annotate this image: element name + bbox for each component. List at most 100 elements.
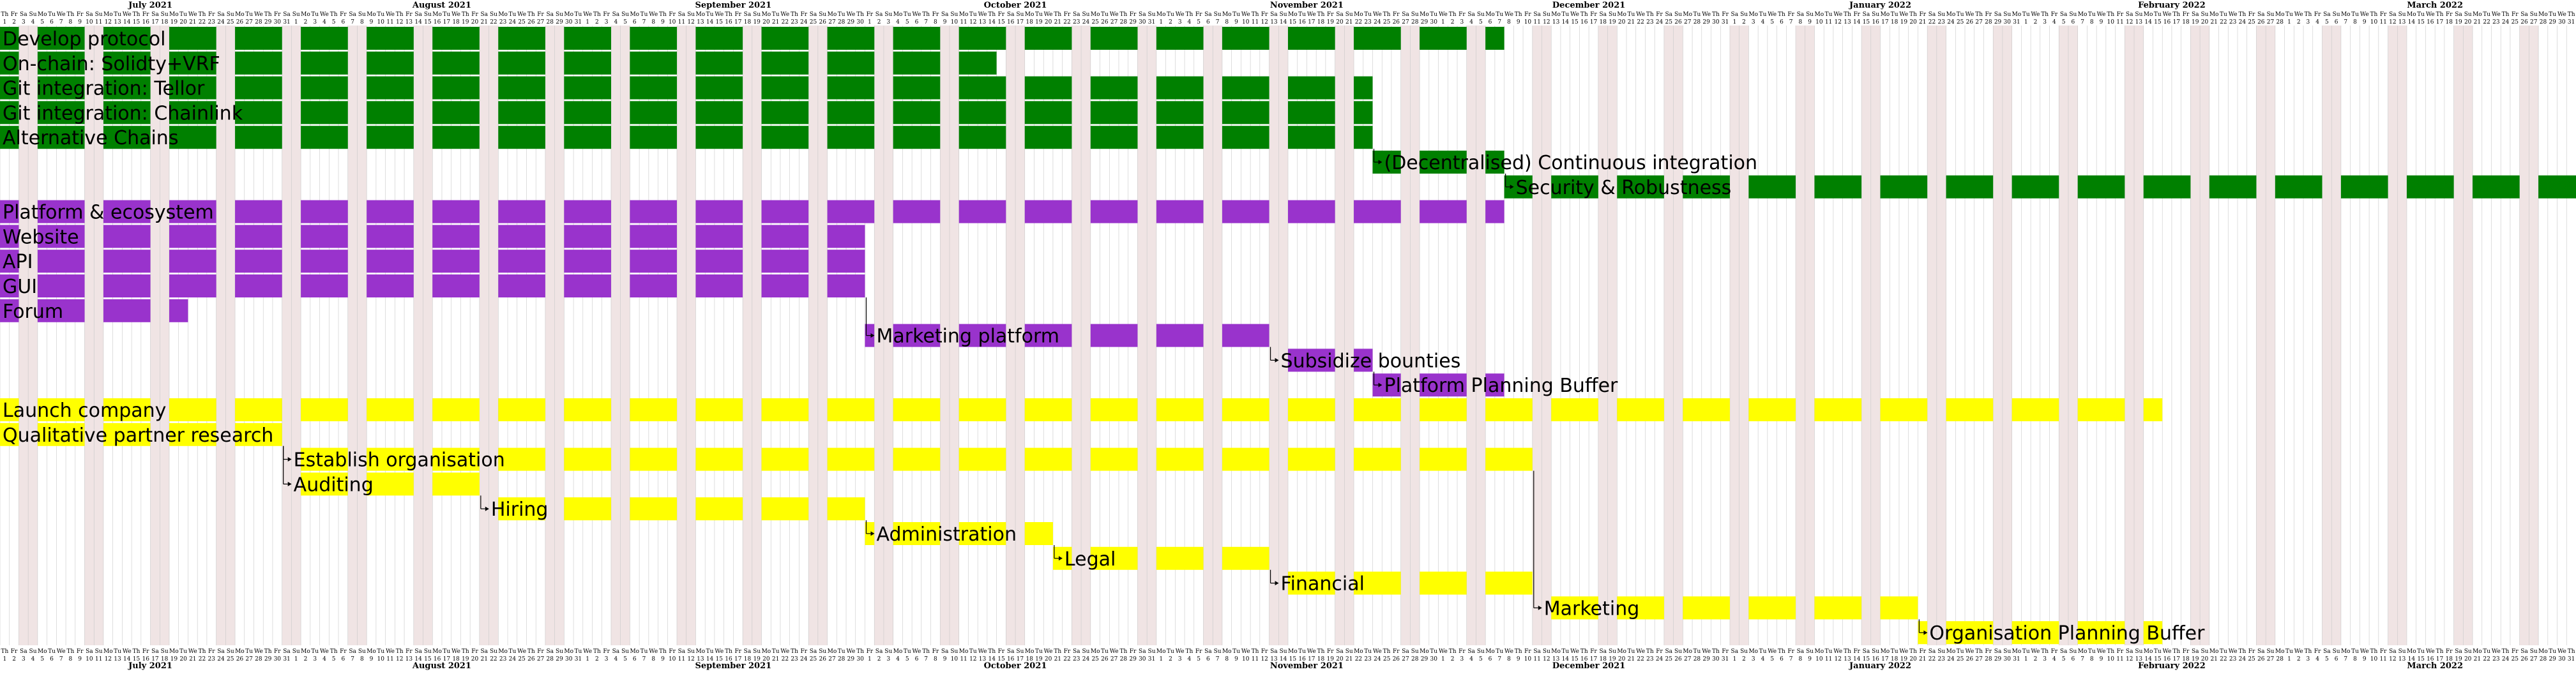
task-bar-segment	[958, 324, 1006, 347]
weekday-label: Sa	[810, 11, 817, 18]
day-number-label: 20	[1336, 656, 1344, 663]
weekday-label: We	[451, 648, 460, 655]
day-number-label: 28	[1693, 656, 1701, 663]
weekday-label: Su	[490, 11, 497, 18]
weekend-shade	[216, 26, 226, 645]
day-number-label: 12	[2126, 656, 2133, 663]
weekday-label: We	[1833, 11, 1842, 18]
weekend-shade	[1532, 26, 1542, 645]
month-label: October 2021	[984, 661, 1047, 671]
weekday-label: Fr	[11, 648, 18, 655]
day-number-label: 26	[527, 19, 535, 26]
dependency-arrowhead	[485, 506, 489, 511]
weekday-label: Fr	[2512, 11, 2519, 18]
weekday-label: Sa	[2257, 11, 2265, 18]
month-label: February 2022	[2138, 661, 2206, 671]
day-number-label: 11	[2116, 19, 2123, 26]
weekday-label: Tu	[245, 11, 253, 18]
weekday-label: Th	[1844, 11, 1851, 18]
weekday-label: Fr	[669, 648, 676, 655]
task-bar-segment	[0, 250, 19, 273]
day-number-label: 20	[1618, 19, 1626, 26]
day-number-label: 2	[304, 656, 308, 663]
day-number-label: 13	[2398, 656, 2406, 663]
weekday-label: Th	[1119, 648, 1127, 655]
weekday-label: Fr	[208, 11, 215, 18]
day-number-label: 17	[734, 656, 742, 663]
day-number-label: 5	[2062, 19, 2066, 26]
task-bar-segment	[564, 51, 611, 75]
weekday-label: Tu	[706, 11, 714, 18]
day-number-label: 4	[1761, 656, 1765, 663]
day-number-label: 29	[264, 656, 272, 663]
weekday-label: Th	[1383, 648, 1391, 655]
task-bar-segment	[1551, 596, 1598, 620]
day-number-label: 28	[1985, 19, 1992, 26]
day-number-label: 29	[1129, 19, 1137, 26]
task-bar-segment	[1090, 126, 1138, 149]
day-number-label: 8	[2090, 656, 2094, 663]
task-bar-segment	[761, 497, 809, 521]
task-bar-segment	[1156, 447, 1204, 471]
task-bar-segment	[564, 497, 611, 521]
task-bar-segment	[827, 274, 865, 297]
task-bar-segment	[103, 274, 151, 297]
day-number-label: 5	[905, 656, 909, 663]
weekday-label: Su	[950, 648, 958, 655]
task-bar-segment	[1617, 175, 1664, 198]
task-label: Platform Planning Buffer	[1384, 375, 1619, 397]
task-bar-segment	[958, 51, 997, 75]
weekday-label: Mo	[235, 11, 245, 18]
day-number-label: 2	[12, 19, 16, 26]
task-bar-segment	[169, 200, 216, 223]
task-label: Marketing	[1544, 597, 1640, 620]
day-number-label: 24	[1656, 656, 1663, 663]
day-number-label: 27	[537, 656, 545, 663]
task-bar-segment	[630, 398, 678, 421]
task-bar-segment	[169, 27, 216, 50]
day-number-label: 15	[1863, 19, 1870, 26]
weekday-label: Su	[2003, 648, 2011, 655]
weekday-label: Mo	[235, 648, 245, 655]
day-number-label: 15	[424, 656, 432, 663]
day-number-label: 24	[1082, 656, 1090, 663]
dependency-arrowhead	[1510, 184, 1514, 190]
month-label: November 2021	[1270, 661, 1344, 671]
day-number-label: 3	[1178, 19, 1182, 26]
task-bar-segment	[1090, 546, 1138, 570]
weekday-label: Sa	[1928, 11, 1936, 18]
weekday-label: Sa	[875, 648, 883, 655]
task-bar-segment	[827, 250, 865, 273]
weekday-label: Mo	[301, 648, 310, 655]
day-number-label: 3	[1752, 656, 1755, 663]
weekday-label: Tu	[1364, 11, 1372, 18]
weekday-label: Fr	[1130, 11, 1137, 18]
task-bar-segment	[1354, 101, 1373, 124]
weekday-label: Mo	[564, 11, 573, 18]
task-bar-segment	[235, 250, 282, 273]
day-number-label: 22	[490, 656, 497, 663]
day-number-label: 28	[547, 656, 554, 663]
weekend-shade	[282, 26, 292, 645]
day-number-label: 11	[386, 656, 393, 663]
day-number-label: 30	[565, 656, 573, 663]
weekday-label: We	[1636, 648, 1645, 655]
weekday-label: Su	[950, 11, 958, 18]
weekday-label: Th	[1646, 11, 1654, 18]
weekday-label: Th	[2436, 648, 2444, 655]
day-number-label: 6	[1489, 19, 1492, 26]
weekday-label: We	[2031, 648, 2040, 655]
weekday-label: We	[1504, 648, 1513, 655]
day-number-label: 30	[274, 656, 282, 663]
weekday-label: We	[1899, 11, 1908, 18]
day-number-label: 21	[2210, 656, 2217, 663]
task-bar-segment	[1946, 398, 1994, 421]
weekday-label: Th	[2107, 648, 2114, 655]
day-number-label: 1	[2287, 19, 2291, 26]
day-number-label: 1	[2024, 656, 2028, 663]
task-bar-segment	[301, 447, 348, 471]
day-number-label: 26	[1674, 656, 1682, 663]
dependency-arrowhead	[1923, 630, 1928, 635]
task-bar-segment	[498, 225, 545, 248]
day-number-label: 30	[1712, 656, 1720, 663]
